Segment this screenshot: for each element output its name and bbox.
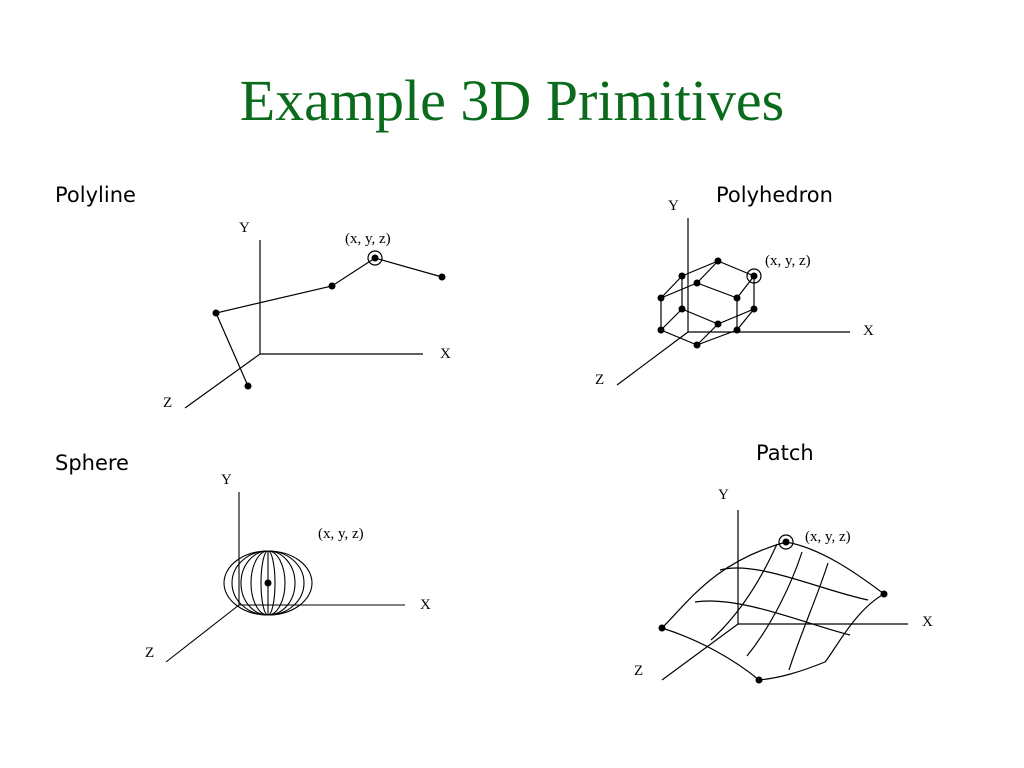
polyhedron-edge <box>660 275 683 299</box>
patch-x-label: X <box>922 614 933 630</box>
polyhedron-vertex <box>657 326 665 334</box>
polyhedron-vertex <box>693 279 701 287</box>
polyhedron-vertex <box>678 305 686 313</box>
polyline-vertex <box>212 309 220 317</box>
slide-title: Example 3D Primitives <box>239 68 785 133</box>
polyhedron-vertex <box>733 326 741 334</box>
patch-y-label: Y <box>718 487 729 503</box>
patch-grid-curve <box>788 562 829 671</box>
polyhedron-front-face <box>660 282 738 346</box>
sphere-y-label: Y <box>221 472 232 488</box>
polyline-vertex <box>438 273 446 281</box>
polyline-vertex <box>328 282 336 290</box>
polyline-caption: Polyline <box>55 183 136 207</box>
patch-z-label: Z <box>634 663 643 679</box>
sphere-z-axis <box>165 604 240 663</box>
sphere-x-label: X <box>420 597 431 613</box>
patch-selected-point <box>782 538 790 546</box>
polyhedron-vertex <box>714 257 722 265</box>
polyhedron-z-axis <box>616 331 689 386</box>
polyline-x-label: X <box>440 346 451 362</box>
patch-grid-curve <box>746 551 803 657</box>
polyhedron-edge <box>696 323 719 346</box>
patch-corner-point <box>880 590 888 598</box>
polyline-diagram <box>184 240 443 409</box>
polyhedron-vertex <box>678 272 686 280</box>
patch-z-axis <box>661 623 739 681</box>
polyhedron-diagram <box>616 218 850 386</box>
polyhedron-vertex <box>733 294 741 302</box>
polyhedron-vertex <box>714 320 722 328</box>
patch-point-label: (x, y, z) <box>805 529 851 545</box>
polyline-path <box>215 257 443 387</box>
polyline-point-label: (x, y, z) <box>345 231 391 247</box>
polyhedron-edge <box>660 308 683 331</box>
polyline-vertices <box>212 250 446 390</box>
patch-caption: Patch <box>756 441 814 465</box>
polyline-selected-vertex-ring <box>367 250 383 266</box>
patch-selected-point-ring <box>778 534 794 550</box>
polyhedron-z-label: Z <box>595 372 604 388</box>
polyhedron-vertex <box>693 341 701 349</box>
polyhedron-y-label: Y <box>668 198 679 214</box>
polyhedron-vertices <box>657 257 762 349</box>
polyline-selected-vertex <box>371 254 379 262</box>
patch-grid-curve <box>694 600 851 636</box>
patch-points <box>658 534 888 684</box>
sphere-points <box>264 579 272 587</box>
polyhedron-vertex <box>657 294 665 302</box>
sphere-z-label: Z <box>145 645 154 661</box>
polyline-z-axis <box>184 353 261 409</box>
sphere-diagram <box>165 492 405 663</box>
patch-corner-point <box>658 624 666 632</box>
patch-diagram <box>660 510 908 681</box>
polyline-vertex <box>244 382 252 390</box>
sphere-point-label: (x, y, z) <box>318 526 364 542</box>
polyhedron-selected-vertex-ring <box>746 268 762 284</box>
polyhedron-vertex <box>750 305 758 313</box>
patch-grid-curve <box>710 543 778 641</box>
patch-grid-curve <box>719 567 869 601</box>
patch-corner-point <box>755 676 763 684</box>
sphere-center-point <box>264 579 272 587</box>
polyline-z-label: Z <box>163 395 172 411</box>
polyhedron-back-face <box>681 260 755 325</box>
polyhedron-edge <box>736 275 755 299</box>
polyhedron-selected-vertex <box>750 272 758 280</box>
polyline-y-label: Y <box>239 220 250 236</box>
polyhedron-edge <box>696 260 719 284</box>
polyhedron-x-label: X <box>863 323 874 339</box>
polyhedron-point-label: (x, y, z) <box>765 253 811 269</box>
polyhedron-edge <box>736 308 755 331</box>
sphere-caption: Sphere <box>55 451 129 475</box>
polyhedron-caption: Polyhedron <box>716 183 833 207</box>
patch-boundary <box>660 541 886 681</box>
